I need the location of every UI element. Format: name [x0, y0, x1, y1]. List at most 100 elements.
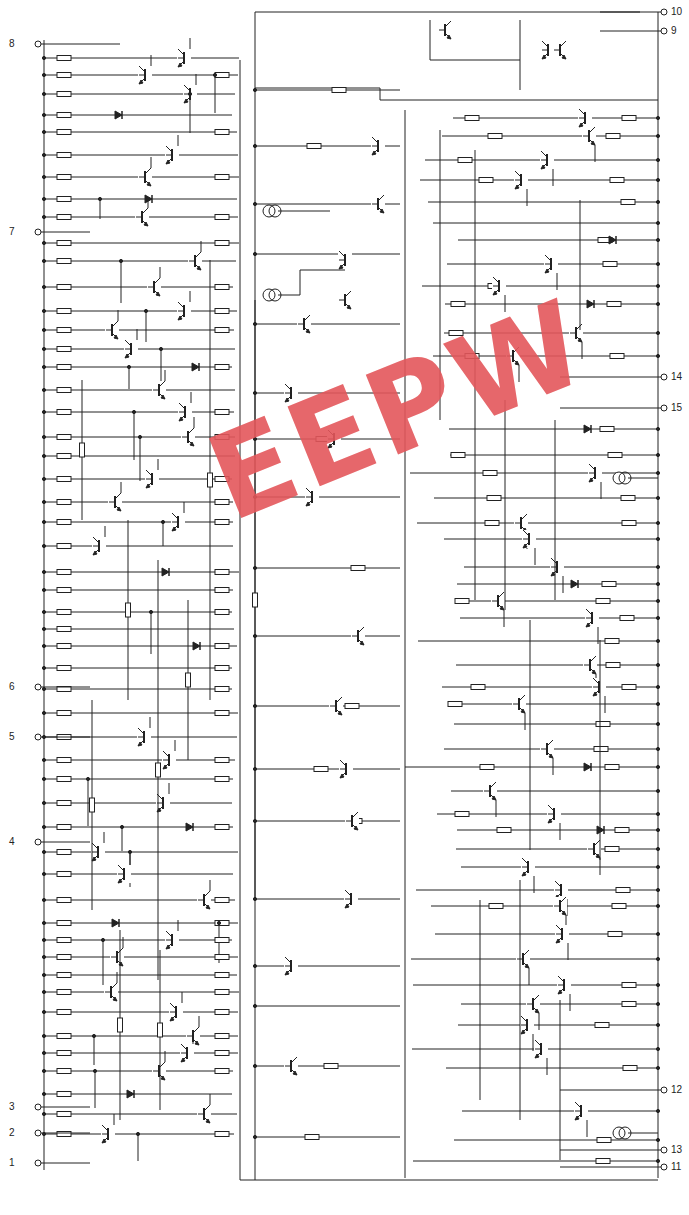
transistor-symbol — [553, 41, 567, 59]
junction-dot — [42, 687, 45, 690]
wire — [160, 267, 161, 278]
wire — [454, 1140, 658, 1141]
junction-dot — [253, 88, 256, 91]
resistor-symbol — [489, 904, 503, 909]
resistor-symbol — [455, 599, 469, 604]
pin-number: 5 — [8, 731, 16, 742]
wire — [196, 74, 197, 85]
junction-dot — [42, 644, 45, 647]
resistor-symbol — [57, 1034, 71, 1039]
wire — [44, 1036, 238, 1037]
resistor-symbol — [622, 116, 636, 121]
diode-symbol — [112, 919, 119, 927]
resistor-symbol — [314, 767, 328, 772]
resistor-symbol — [186, 673, 191, 687]
junction-dot — [656, 200, 659, 203]
resistor-symbol — [215, 990, 229, 995]
resistor-symbol — [215, 241, 229, 246]
resistor-symbol — [215, 1132, 229, 1137]
pin-terminal — [35, 734, 41, 740]
junction-dot — [42, 1069, 45, 1072]
resistor-symbol — [215, 898, 229, 903]
resistor-symbol — [57, 1112, 71, 1117]
resistor-symbol — [616, 888, 630, 893]
diode-symbol — [192, 363, 199, 371]
wire — [44, 94, 235, 95]
resistor-symbol — [57, 627, 71, 632]
resistor-symbol — [345, 704, 359, 709]
junction-dot — [42, 435, 45, 438]
wire — [137, 329, 138, 340]
wire — [44, 261, 236, 262]
junction-dot — [42, 610, 45, 613]
resistor-symbol — [215, 570, 229, 575]
junction-dot — [656, 1138, 659, 1141]
transistor-symbol — [197, 1105, 211, 1123]
wire — [458, 240, 658, 241]
resistor-symbol — [602, 582, 616, 587]
resistor-symbol — [621, 496, 635, 501]
wire — [547, 1058, 548, 1075]
wire — [601, 482, 602, 499]
resistor-symbol — [57, 328, 71, 333]
junction-dot — [656, 888, 659, 891]
wire — [255, 636, 400, 637]
wire — [44, 1094, 232, 1095]
wire — [44, 155, 238, 156]
junction-dot — [656, 262, 659, 265]
wire — [44, 115, 232, 116]
junction-dot — [656, 765, 659, 768]
resistor-symbol — [596, 599, 610, 604]
wire — [413, 985, 658, 986]
junction-dot — [42, 990, 45, 993]
wire — [114, 1114, 115, 1125]
resistor-symbol — [605, 765, 619, 770]
wire — [41, 1163, 90, 1164]
wire — [444, 539, 658, 540]
resistor-symbol — [215, 73, 229, 78]
resistor-symbol — [57, 644, 71, 649]
transistor-symbol — [117, 865, 131, 883]
wire — [539, 1013, 540, 1030]
junction-dot — [253, 1004, 256, 1007]
transistor-symbol — [555, 925, 569, 943]
resistor-symbol — [215, 365, 229, 370]
resistor-symbol — [485, 521, 499, 526]
wire — [430, 20, 520, 60]
wire — [450, 455, 658, 456]
wire — [255, 821, 400, 822]
resistor-symbol — [57, 113, 71, 118]
transistor-symbol — [557, 976, 571, 994]
pin-number: 3 — [8, 1101, 16, 1112]
wire — [44, 349, 235, 350]
wire — [44, 779, 233, 780]
wire — [44, 940, 232, 941]
wire — [44, 58, 239, 59]
transistor-symbol — [152, 1062, 166, 1080]
junction-dot — [253, 819, 256, 822]
transistor-symbol — [587, 840, 601, 858]
junction-dot — [656, 616, 659, 619]
junction-dot — [42, 711, 45, 714]
junction-dot — [42, 872, 45, 875]
wire — [458, 1025, 658, 1026]
wire — [529, 968, 530, 985]
transistor-symbol — [108, 493, 122, 511]
resistor-symbol — [215, 130, 229, 135]
junction-dot — [656, 354, 659, 357]
junction-dot — [656, 747, 659, 750]
resistor-symbol — [458, 158, 472, 163]
wire — [480, 900, 481, 1100]
resistor-symbol — [623, 1066, 637, 1071]
resistor-symbol — [606, 134, 620, 139]
resistor-symbol — [57, 898, 71, 903]
transistor-symbol — [162, 751, 176, 769]
resistor-symbol — [607, 302, 621, 307]
junction-dot — [656, 599, 659, 602]
resistor-symbol — [610, 354, 624, 359]
resistor-symbol — [448, 702, 462, 707]
resistor-symbol — [215, 1051, 229, 1056]
pin-terminal — [661, 1087, 667, 1093]
wire — [182, 992, 183, 1003]
junction-dot — [86, 777, 89, 780]
